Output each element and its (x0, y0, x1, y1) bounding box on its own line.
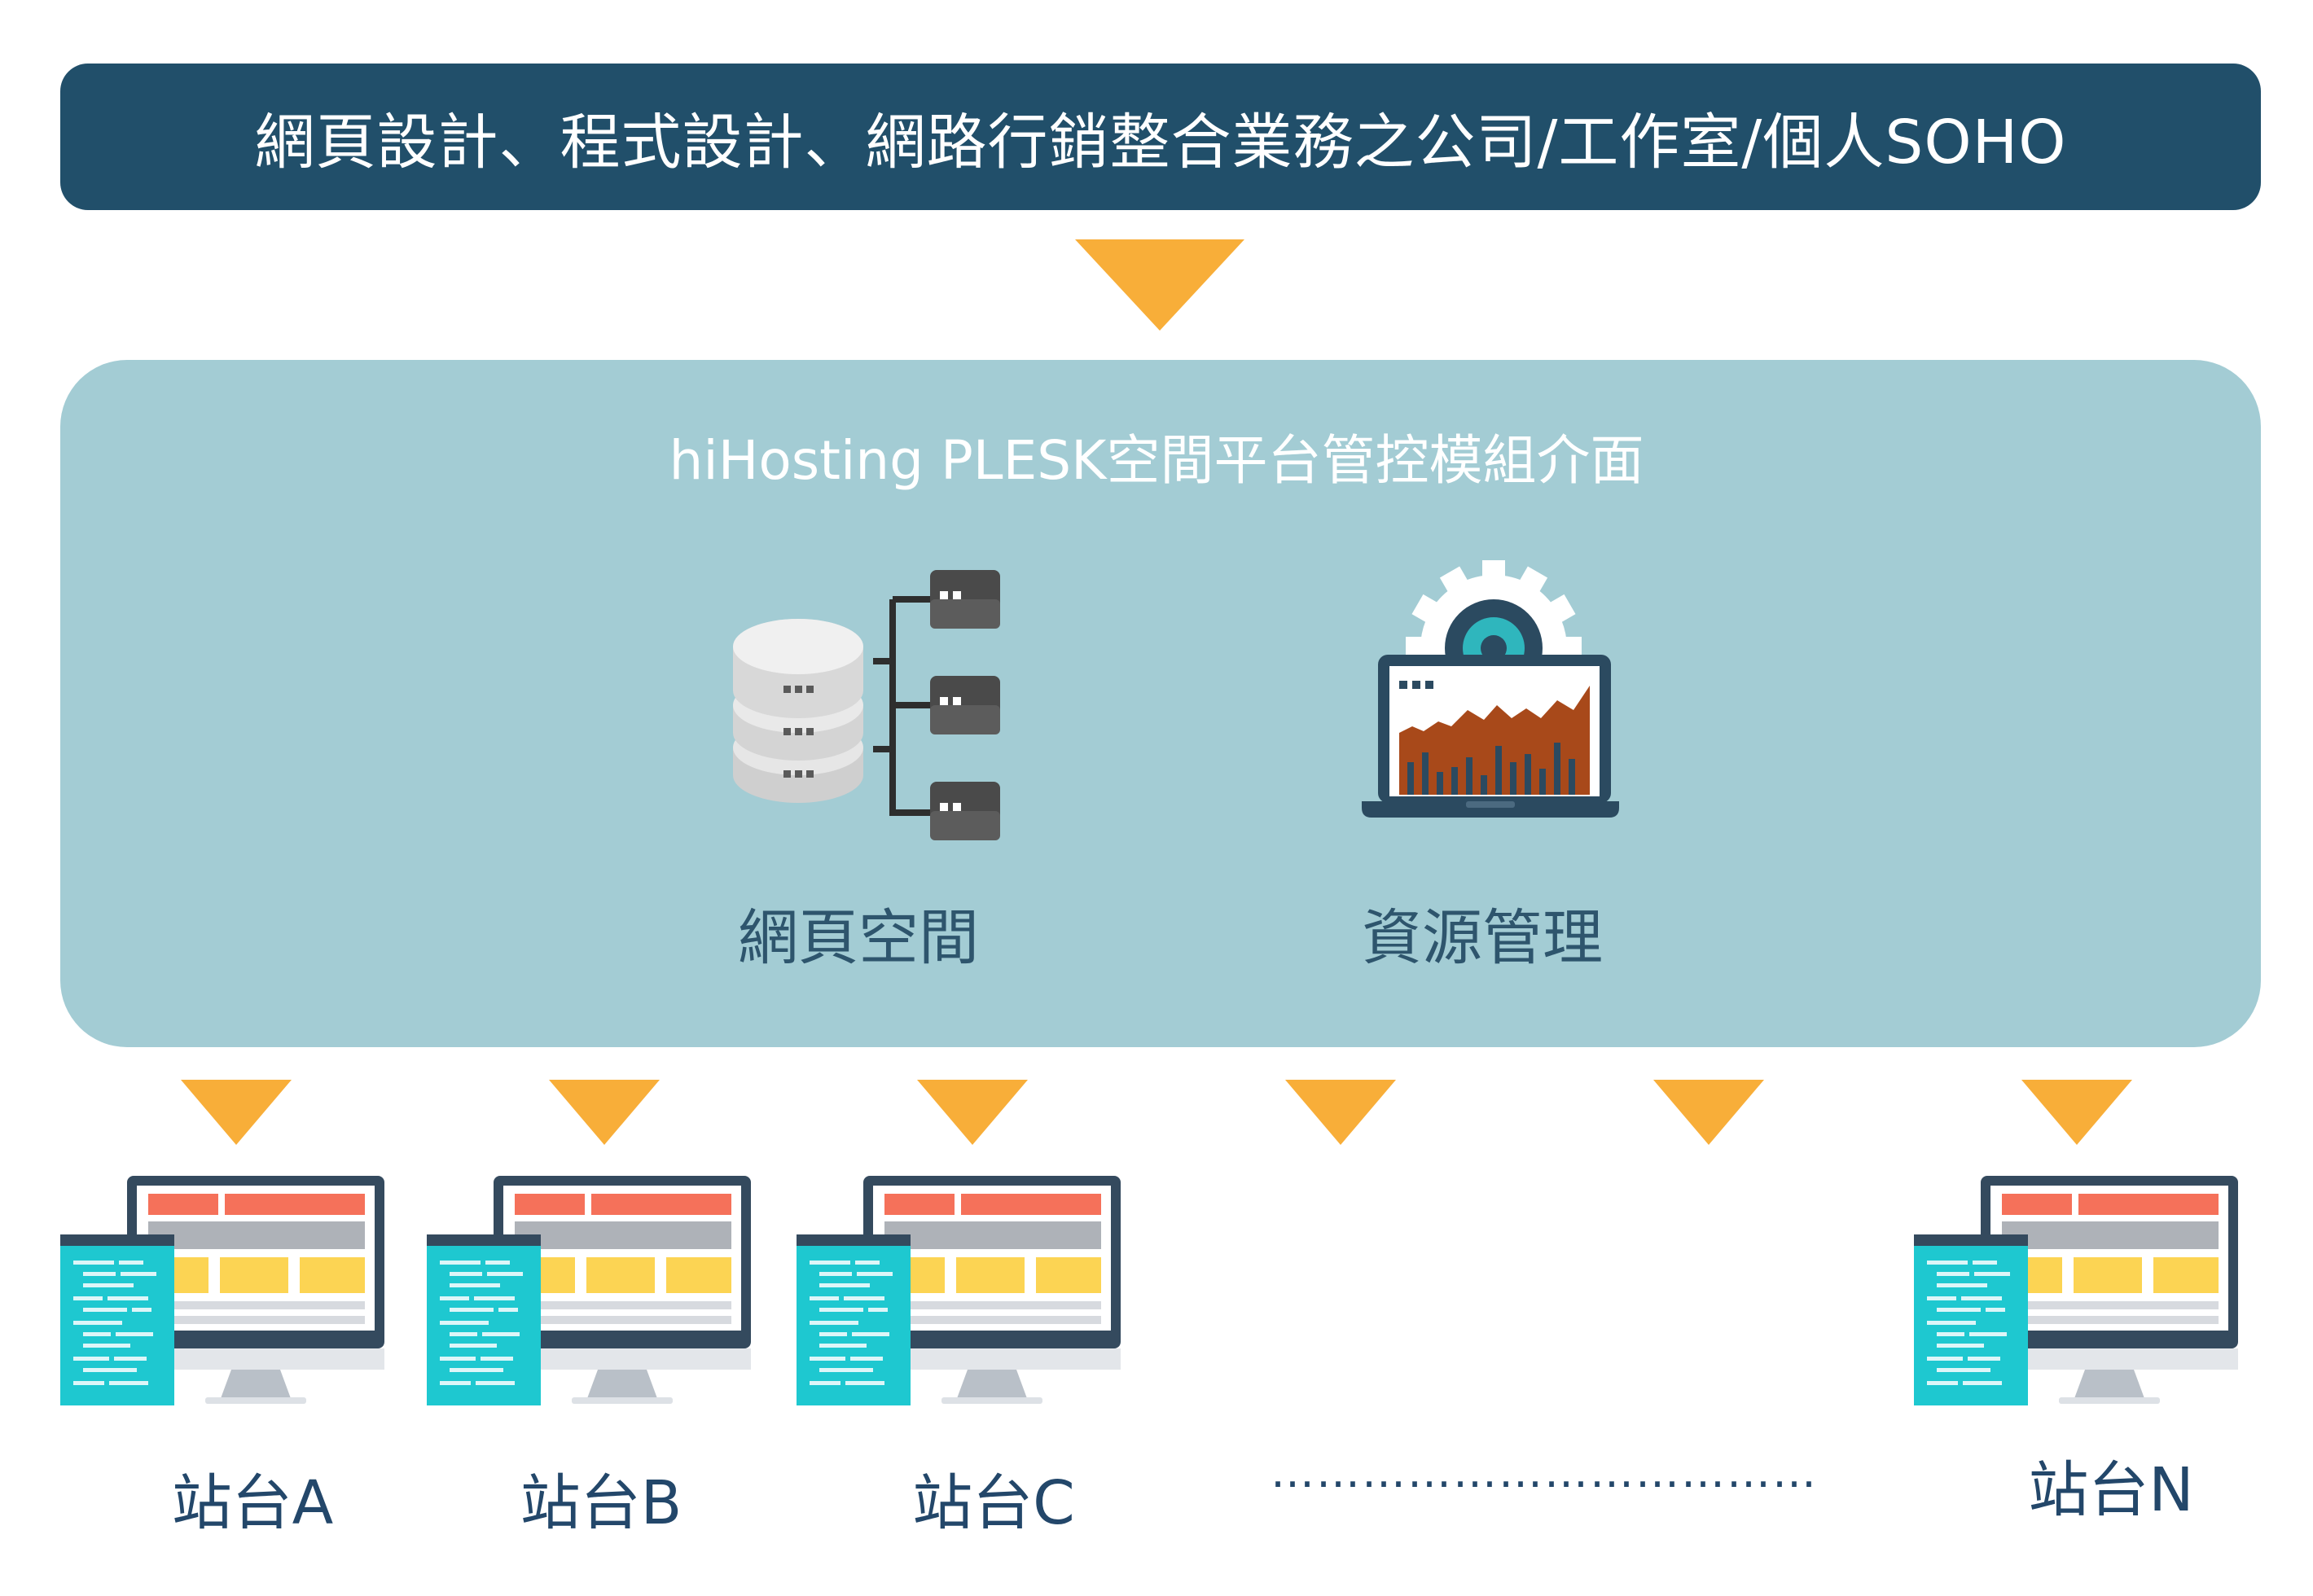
down-arrow-icon (1285, 1080, 1396, 1145)
site-label-n: 站台N (2028, 1455, 2194, 1525)
down-arrow-icon (2021, 1080, 2132, 1145)
down-arrow-icon (1075, 239, 1244, 331)
down-arrow-icon (1653, 1080, 1764, 1145)
platform-title: hiHosting PLESK空間平台管控模組介面 (669, 429, 1644, 492)
down-arrow-icon (181, 1080, 292, 1145)
website-monitor-icon (60, 1176, 384, 1405)
banner-title: 網頁設計、程式設計、網路行銷整合業務之公司/工作室/個人SOHO (254, 107, 2067, 178)
website-monitor-icon (797, 1176, 1121, 1405)
down-arrow-icon (549, 1080, 660, 1145)
website-monitor-icon (1914, 1176, 2238, 1405)
database-server-icon (733, 570, 1000, 840)
platform-panel (60, 360, 2261, 1047)
down-arrow-icon (917, 1080, 1028, 1145)
website-monitor-icon (427, 1176, 751, 1405)
site-label-a: 站台A (171, 1468, 334, 1538)
laptop-analytics-gear-icon (1362, 560, 1619, 818)
site-label-b: 站台B (520, 1468, 682, 1538)
site-label-c: 站台C (912, 1468, 1075, 1538)
ellipsis-more-sites: ………………………………… (1271, 1446, 1816, 1497)
feature-label-resource-management: 資源管理 (1362, 903, 1603, 973)
top-banner: 網頁設計、程式設計、網路行銷整合業務之公司/工作室/個人SOHO (60, 64, 2261, 210)
feature-label-web-space: 網頁空間 (738, 903, 979, 973)
